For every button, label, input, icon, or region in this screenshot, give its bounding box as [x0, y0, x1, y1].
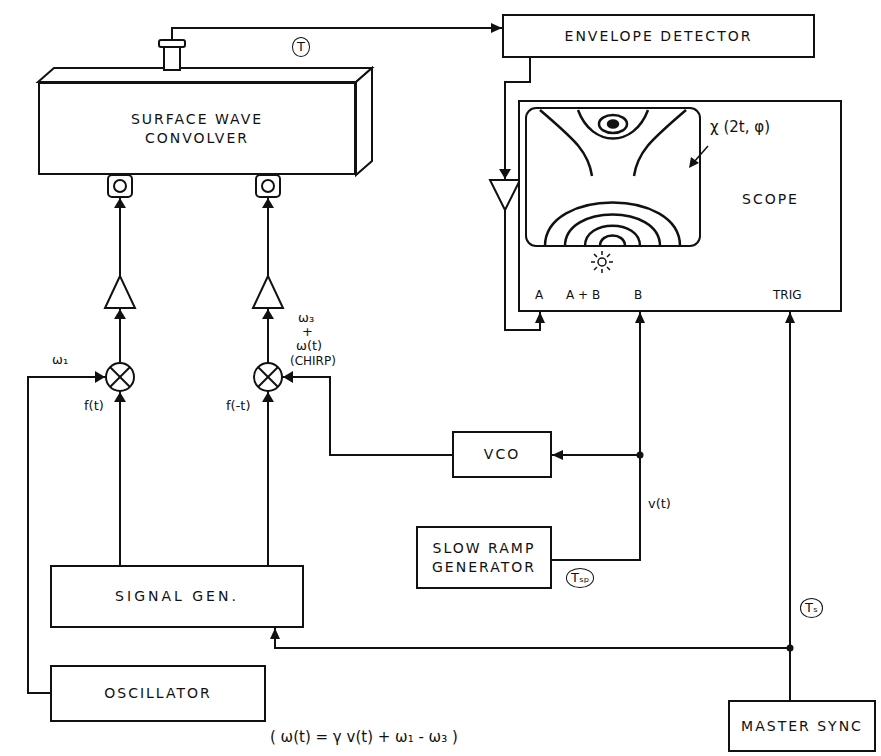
- junctions: [637, 452, 794, 652]
- box-label: SCOPE: [742, 190, 799, 209]
- callout-symbol: Tₛ: [800, 598, 823, 618]
- box-label: OSCILLATOR: [104, 684, 212, 703]
- mixer-cross: [258, 367, 278, 387]
- detector-box: ENVELOPE DETECTOR: [502, 14, 815, 58]
- signal-generator-box: SIGNAL GEN.: [50, 565, 304, 628]
- mixer-cross: [258, 367, 278, 387]
- box-label: SIGNAL GEN.: [115, 587, 239, 606]
- signal-label: f(t): [84, 398, 104, 414]
- signal-wire: [268, 175, 452, 455]
- signal-label: v(t): [648, 496, 671, 512]
- input-port: [256, 175, 280, 197]
- equation-label: ( ω(t) = γ v(t) + ω₁ - ω₃ ): [270, 728, 458, 746]
- signal-wire: [789, 312, 791, 700]
- mixers: [106, 363, 282, 391]
- amplifier-symbol: [105, 276, 135, 308]
- mixer-cross: [110, 367, 130, 387]
- box-label: MASTER SYNC: [741, 717, 863, 736]
- function-label: χ (2t, φ): [710, 118, 770, 136]
- signal-label: ω₁: [52, 352, 68, 368]
- box-label: SLOW RAMP GENERATOR: [428, 539, 540, 577]
- sync-box: MASTER SYNC: [728, 700, 876, 752]
- oscillator-box: OSCILLATOR: [50, 665, 266, 722]
- arrow-head: [114, 392, 126, 402]
- junction-dot: [787, 645, 794, 652]
- arrow-head: [114, 198, 126, 208]
- arrow-heads: [95, 169, 511, 402]
- output-connector-cap: [159, 40, 185, 47]
- box-label: ENVELOPE DETECTOR: [565, 27, 753, 46]
- arrow-head: [499, 169, 511, 179]
- junction-dot: [637, 452, 644, 459]
- output-connector: [164, 46, 180, 70]
- mixer-symbol: [254, 363, 282, 391]
- signal-wire: [275, 628, 790, 700]
- arrow-head: [114, 309, 126, 319]
- arrow-head: [262, 392, 274, 402]
- signal-wire: [552, 312, 640, 560]
- input-port-socket: [262, 180, 274, 192]
- input-label: B: [634, 288, 642, 302]
- vco-box: VCO: [452, 431, 552, 478]
- convolver-box: SURFACE WAVE CONVOLVER: [38, 82, 356, 175]
- callout-symbol: Tₛₚ: [566, 568, 594, 588]
- amplifiers: [105, 180, 520, 308]
- input-port: [108, 175, 132, 197]
- amplifier-symbol: [490, 180, 520, 210]
- signal-label: f(-t): [226, 398, 251, 414]
- mixer-symbol: [106, 363, 134, 391]
- ramp-generator-box: SLOW RAMP GENERATOR: [416, 526, 552, 589]
- signal-label: (CHIRP): [290, 354, 336, 368]
- arrow-head: [262, 198, 274, 208]
- housing-top: [38, 68, 372, 82]
- input-port-socket: [114, 180, 126, 192]
- input-label: TRIG: [773, 288, 802, 302]
- input-label: A + B: [566, 288, 600, 302]
- signal-label: ω(t): [296, 338, 322, 354]
- convolver-housing: [38, 40, 372, 197]
- arrow-head: [262, 309, 274, 319]
- arrow-head: [283, 371, 293, 383]
- input-label: A: [535, 288, 543, 302]
- housing-side: [356, 68, 372, 175]
- scope-box: SCOPE: [518, 100, 842, 312]
- arrow-head: [95, 371, 105, 383]
- signal-wire: [552, 455, 640, 560]
- amplifier-symbol: [253, 276, 283, 308]
- callout-symbol: T: [292, 37, 310, 57]
- mixer-cross: [110, 367, 130, 387]
- box-label: VCO: [484, 445, 520, 464]
- box-label: SURFACE WAVE CONVOLVER: [112, 110, 282, 148]
